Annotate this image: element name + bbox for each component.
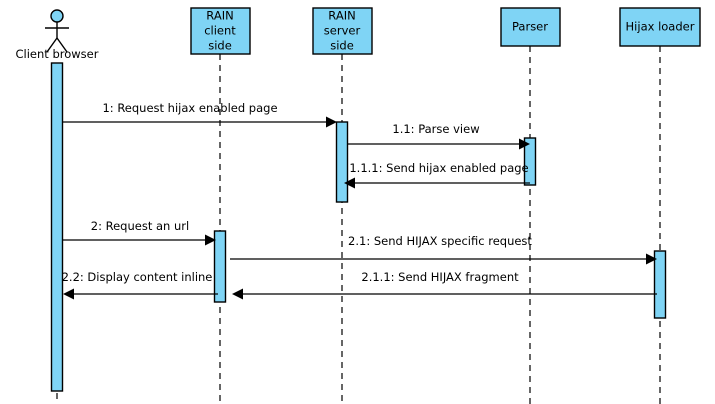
lifeline-label-client-browser: Client browser [16, 47, 99, 61]
message-label-m2-1-1: 2.1.1: Send HIJAX fragment [361, 270, 519, 284]
lifeline-label-rain-client-side-line-1: client [204, 24, 236, 38]
message-m2: 2: Request an url [63, 219, 216, 246]
message-label-m2: 2: Request an url [91, 219, 189, 233]
lifeline-box-rain-server-side[interactable] [312, 7, 373, 55]
actor-leg-right-icon [56, 37, 68, 53]
lifeline-label-rain-server-side-line-0: RAIN [328, 9, 355, 23]
activation-bar-parser-0 [523, 137, 537, 186]
activation-bar-hijax-loader-0 [653, 250, 667, 319]
lifeline-hijax-loader: Hijax loader [619, 7, 701, 404]
message-m2-1: 2.1: Send HIJAX specific request [230, 234, 657, 265]
message-arrowhead-m1 [326, 116, 337, 128]
lifeline-label-rain-server-side-line-2: side [330, 39, 354, 53]
activation-bar-rain-client-side-0 [213, 230, 227, 303]
message-m2-2: 2.2: Display content inline [62, 270, 218, 300]
lifeline-label-parser: Parser [512, 20, 548, 34]
message-label-m2-2: 2.2: Display content inline [62, 270, 213, 284]
activation-bar-rain-server-side-0 [335, 121, 349, 203]
message-label-m1-1-1: 1.1.1: Send hijax enabled page [349, 161, 528, 175]
message-arrowhead-m1-1-1 [344, 177, 355, 189]
message-m1-1-1: 1.1.1: Send hijax enabled page [344, 161, 530, 189]
message-label-m1-1: 1.1: Parse view [392, 122, 479, 136]
activations-layer [50, 62, 667, 392]
actor-leg-left-icon [46, 37, 58, 53]
message-arrowhead-m2 [205, 234, 216, 246]
message-arrowhead-m2-1 [646, 253, 657, 265]
activation-bar-client-browser-0 [50, 62, 64, 392]
message-arrowhead-m2-1-1 [232, 288, 243, 300]
actor-figure-client-browser [45, 9, 69, 53]
message-m1: 1: Request hijax enabled page [63, 101, 337, 128]
lifeline-label-rain-client-side-line-0: RAIN [206, 9, 233, 23]
lifeline-parser: Parser [500, 7, 561, 404]
message-arrowhead-m1-1 [519, 138, 530, 150]
lifeline-label-hijax-loader: Hijax loader [626, 20, 695, 34]
lifelines-layer: Client browserRAINclientsideRAINserversi… [16, 7, 701, 404]
message-arrowhead-m2-2 [63, 288, 74, 300]
message-label-m2-1: 2.1: Send HIJAX specific request [348, 234, 532, 248]
message-m2-1-1: 2.1.1: Send HIJAX fragment [232, 270, 657, 300]
actor-head-icon [50, 9, 64, 23]
lifeline-box-parser[interactable] [500, 7, 561, 47]
message-m1-1: 1.1: Parse view [348, 122, 530, 150]
lifeline-label-rain-client-side-line-2: side [208, 39, 232, 53]
lifeline-label-rain-server-side-line-1: server [324, 24, 361, 38]
message-label-m1: 1: Request hijax enabled page [102, 101, 277, 115]
messages-layer: 1: Request hijax enabled page 1.1: Parse … [62, 101, 657, 300]
